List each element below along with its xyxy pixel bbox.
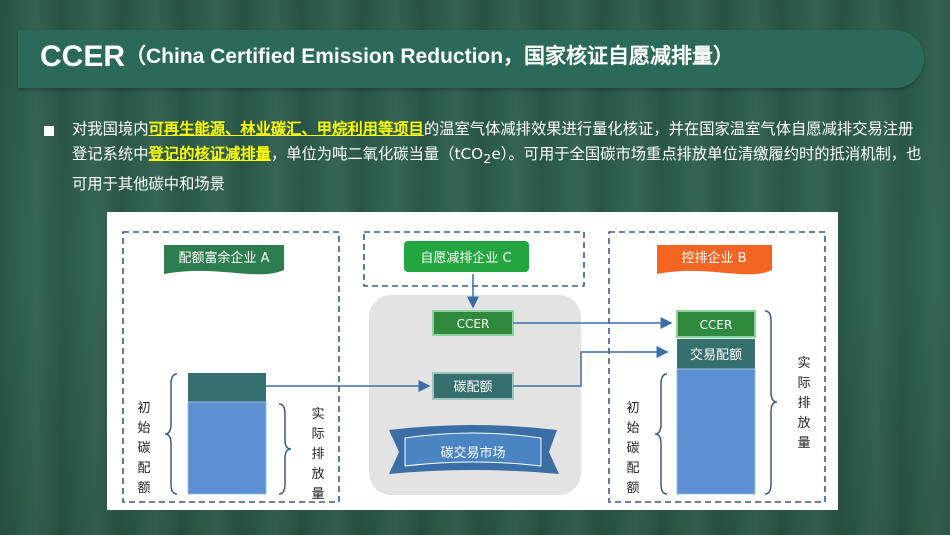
diagram-panel: 配额富余企业 A 自愿减排企业 C 控排企业 B CCER 碳配额 碳交易市场 … [107, 212, 838, 510]
para-text-4: e）。可用于全国碳市场重点排放单位清缴履约时的抵消机制，也可用于其他碳中和场景 [72, 145, 922, 194]
market-label: 碳交易市场 [440, 445, 505, 461]
svg-text:额: 额 [626, 481, 639, 496]
svg-text:初: 初 [626, 401, 639, 416]
para-text-1: 对我国境内 [72, 120, 149, 138]
svg-text:量: 量 [311, 487, 324, 502]
company-a-label: 配额富余企业 A [178, 250, 269, 266]
company-c-tag [404, 241, 529, 272]
b-ccer-box [676, 310, 756, 338]
svg-text:际: 际 [311, 427, 324, 442]
para-text-3: ，单位为吨二氧化碳当量（tCO [270, 145, 484, 163]
company-b-label: 控排企业 B [681, 250, 746, 266]
slide-title: CCER（China Certified Emission Reduction，… [40, 40, 734, 74]
svg-text:碳: 碳 [137, 441, 150, 456]
ccer-diagram: 配额富余企业 A 自愿减排企业 C 控排企业 B CCER 碳配额 碳交易市场 … [122, 231, 826, 503]
b-trade-quota-label: 交易配额 [690, 347, 742, 363]
middle-ccer-box [432, 310, 514, 336]
title-bar [18, 30, 924, 88]
b-ccer-label: CCER [700, 318, 733, 332]
a-surplus-quota-bar [188, 373, 266, 402]
market-ribbon-face [404, 432, 542, 467]
b-initial-quota-label: 初 始 碳 配 额 [626, 401, 639, 496]
svg-text:实: 实 [311, 407, 324, 422]
svg-text:碳: 碳 [626, 441, 639, 456]
a-actual-brace [278, 403, 292, 495]
svg-text:际: 际 [797, 376, 810, 391]
middle-quota-box [432, 372, 514, 400]
para-highlight-1: 可再生能源、林业碳汇、甲烷利用等项目 [148, 120, 424, 138]
para-text-2: 的温室气体减排效果进行量化核证，并在国家温室气体自愿减排交易注册登记系统中 [72, 120, 914, 163]
svg-text:始: 始 [626, 421, 639, 436]
svg-text:初: 初 [137, 401, 150, 416]
svg-text:排: 排 [797, 396, 810, 411]
bullet-square-icon [44, 126, 54, 136]
title-sub: （China Certified Emission Reduction，国家核证… [125, 45, 735, 68]
svg-text:实: 实 [797, 356, 810, 371]
svg-text:排: 排 [311, 447, 324, 462]
b-initial-brace [654, 373, 668, 495]
company-c-region [363, 231, 585, 287]
b-actual-brace [764, 310, 778, 495]
company-b-region [608, 231, 826, 503]
a-emission-bar [187, 401, 267, 495]
svg-text:额: 额 [137, 481, 150, 496]
svg-text:放: 放 [311, 467, 324, 482]
para-subscript: 2 [483, 152, 492, 168]
b-actual-emission-label: 实 际 排 放 量 [797, 356, 810, 451]
svg-text:放: 放 [797, 416, 810, 431]
a-initial-quota-label: 初 始 碳 配 额 [137, 401, 150, 496]
middle-quota-label: 碳配额 [453, 380, 492, 395]
svg-text:配: 配 [626, 461, 639, 476]
b-initial-quota-bar [676, 368, 756, 495]
company-b-tag [657, 245, 772, 275]
company-a-region [122, 231, 340, 503]
para-highlight-2: 登记的核证减排量 [148, 145, 271, 163]
company-c-label: 自愿减排企业 C [420, 250, 511, 266]
company-a-tag [164, 245, 284, 275]
a-initial-brace [164, 373, 178, 495]
description-paragraph: 对我国境内可再生能源、林业碳汇、甲烷利用等项目的温室气体减排效果进行量化核证，并… [72, 117, 922, 197]
title-main: CCER [40, 40, 126, 73]
middle-ccer-label: CCER [457, 317, 490, 331]
svg-text:量: 量 [797, 436, 810, 451]
arrow-quota-to-b [513, 346, 669, 387]
svg-text:始: 始 [137, 421, 150, 436]
svg-text:配: 配 [137, 461, 150, 476]
a-actual-emission-label: 实 际 排 放 量 [311, 407, 324, 502]
b-trade-quota-box [677, 339, 755, 369]
